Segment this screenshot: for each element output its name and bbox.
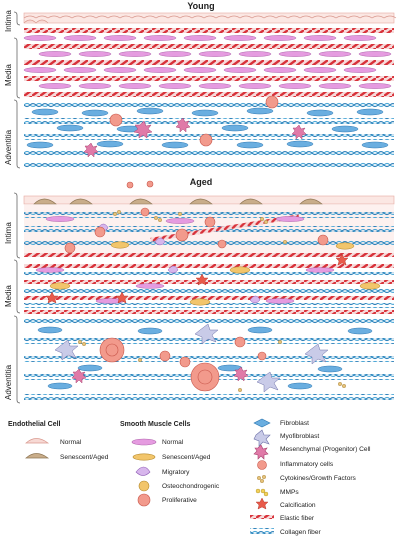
smc-osteochondrogenic-icon [138,480,150,492]
young-fibroblasts [26,107,389,149]
legend-calcification: Calcification [280,502,316,509]
young-elastic-fiber [24,76,394,81]
young-collagen-fiber [24,102,394,108]
young-collagen-fiber [24,150,394,156]
endothelial-aged-icon [25,453,50,459]
aged-collagen-fiber [24,212,394,218]
legend-icons [25,418,274,534]
legend-endothelial-normal: Normal [60,439,82,446]
inflammatory-icon [257,460,267,470]
legend-smc-senescent: Senescent/Aged [162,454,211,461]
aged-section [23,180,395,400]
aged-myofibroblasts [54,323,329,393]
young-title: Young [187,1,215,11]
legend-endothelial-heading: Endothelial Cell [8,421,61,428]
legend-smc-proliferative: Proliferative [162,497,197,504]
legend-fibroblast: Fibroblast [280,420,309,427]
legend-collagen-fiber: Collagen fiber [280,529,321,536]
young-section [23,12,397,168]
smc-senescent-icon [132,453,156,461]
aged-elastic-fiber [24,296,394,300]
aged-collagen-fiber [24,240,394,246]
legend-elastic-fiber: Elastic fiber [280,515,315,522]
aged-elastic-fiber [24,264,394,268]
collagen-fiber-icon [250,528,274,534]
mmp-icon [255,488,269,497]
aged-title: Aged [189,177,213,187]
aged-collagen-fiber [24,318,394,324]
cytokine-icon [257,474,267,483]
aged-collagen-fiber [24,338,394,344]
legend-endothelial-aged: Senescent/Aged [60,454,109,461]
legend-smc-migratory: Migratory [162,469,190,476]
young-elastic-fiber [24,92,394,97]
layer-brackets [13,11,21,404]
legend-smc-osteochondrogenic: Osteochondrogenic [162,483,220,490]
young-endothelium [23,12,395,24]
inflammatory-cell-nuclei [105,343,213,385]
legend-mmps: MMPs [280,489,299,496]
legend-myofibroblast: Myofibroblast [280,433,320,440]
young-mesenchymal-cells [83,117,307,158]
aged-smc-normal [35,216,335,304]
aged-collagen-fiber [24,356,394,362]
legend-inflammatory: Inflammatory cells [280,461,334,468]
aged-collagen-fiber [24,394,394,400]
smc-proliferative-icon [137,493,151,507]
calcification-icon [255,497,269,510]
smc-migratory-icon [135,466,151,476]
young-collagen-fiber [24,118,394,124]
cytokines [77,209,347,393]
myofibroblast-icon [253,429,271,447]
aged-inflammatory-cells [64,180,329,392]
aged-collagen-fiber [24,288,394,293]
aged-collagen-fiber [24,303,394,308]
endothelial-normal-icon [25,438,50,444]
vessel-wall-diagram [23,12,397,400]
legend-smc-heading: Smooth Muscle Cells [120,421,191,428]
young-smc-rows [23,35,392,89]
young-elastic-fiber [24,44,394,49]
young-elastic-fiber [24,60,394,65]
aged-smc-senescent [49,241,381,306]
young-inflammatory-cells [109,95,279,147]
elastic-fiber-icon [250,515,274,519]
aged-mesenchymal-cells [71,366,249,384]
fibroblast-icon [253,418,271,428]
young-elastic-fiber [24,28,394,33]
aged-elastic-fiber [24,253,394,257]
young-collagen-fiber [24,162,394,168]
legend-cytokines: Cytokines/Growth Factors [280,475,356,482]
mesenchymal-icon [253,444,269,460]
aged-fibroblasts [37,326,373,390]
calcification-stars [45,253,349,304]
legend-smc-normal: Normal [162,439,184,446]
aged-collagen-fiber [24,272,394,277]
aged-elastic-fiber [24,310,394,314]
legend-mesenchymal: Mesenchymal (Progenitor) Cell [280,446,371,453]
young-endothelial-bumps [23,15,397,19]
smc-normal-icon [131,438,157,446]
aged-elastic-fiber [24,280,394,284]
aged-endothelial-cells [33,198,323,205]
